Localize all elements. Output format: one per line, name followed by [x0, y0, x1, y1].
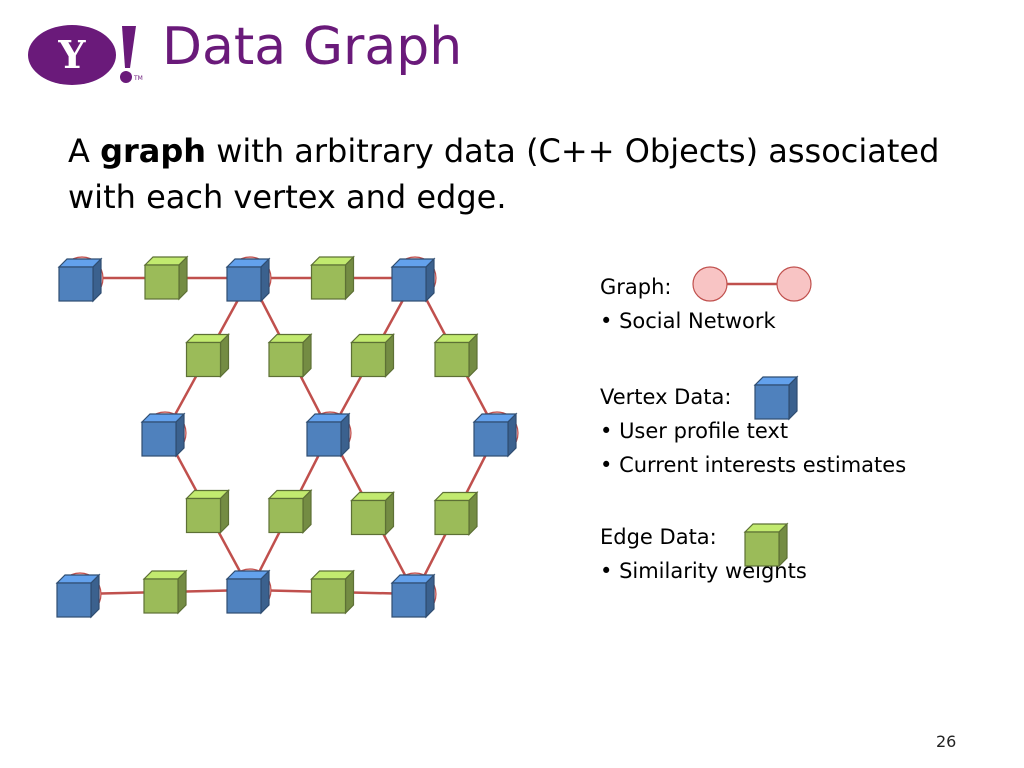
edge-data-cube [433, 333, 479, 378]
legend-graph-heading-text: Graph: [600, 275, 672, 299]
vertex-data-cube [472, 412, 518, 458]
logo-exclamation-dot [120, 71, 132, 83]
edge-data-cube [350, 491, 395, 536]
edge-data-cube [143, 255, 189, 301]
legend-vertex-item: Current interests estimates [600, 448, 1000, 482]
vertex-data-cube [140, 412, 186, 458]
graph-vertex-circles [58, 256, 519, 616]
legend-graph-item: Social Network [600, 304, 1000, 338]
legend-edge-heading: Edge Data: [600, 520, 1000, 554]
edge-data-cube [310, 569, 355, 615]
logo-exclamation-bar [122, 26, 136, 68]
legend-vertex-heading: Vertex Data: [600, 380, 1000, 414]
vertex-data-cube [305, 412, 351, 458]
legend-vertex-item: User profile text [600, 414, 1000, 448]
slide-title: Data Graph [162, 17, 463, 77]
logo-y-letter: Y [57, 32, 86, 77]
edge-data-cube [310, 255, 355, 301]
edge-data-cube [350, 333, 395, 378]
page-number: 26 [936, 732, 957, 751]
edge-data-cube [267, 333, 313, 378]
yahoo-logo: Y TM [28, 25, 143, 85]
legend: Graph: Social Network Vertex Data: User … [600, 270, 1000, 588]
lead-text: A graph with arbitrary data (C++ Objects… [68, 128, 948, 220]
edge-data-cube [267, 489, 313, 534]
graph-data-cubes [55, 255, 518, 619]
vertex-data-cube [225, 569, 271, 615]
lead-bold: graph [100, 132, 207, 170]
vertex-data-cube [55, 573, 101, 619]
edge-data-cube [185, 333, 230, 378]
lead-suffix: with arbitrary data (C++ Objects) associ… [68, 132, 940, 216]
vertex-data-cube [390, 257, 436, 303]
edge-data-cube [185, 489, 230, 534]
legend-edge-item: Similarity weights [600, 554, 1000, 588]
lead-prefix: A [68, 132, 101, 170]
legend-graph-heading: Graph: [600, 270, 1000, 304]
vertex-data-cube [225, 257, 271, 303]
vertex-data-cube [390, 573, 436, 619]
edge-data-cube [142, 569, 188, 615]
logo-trademark: TM [133, 75, 143, 82]
logo-ellipse [28, 25, 116, 85]
legend-edge-heading-text: Edge Data: [600, 525, 717, 549]
edge-data-cube [433, 491, 479, 536]
legend-vertex-heading-text: Vertex Data: [600, 385, 732, 409]
vertex-data-cube [57, 257, 103, 303]
